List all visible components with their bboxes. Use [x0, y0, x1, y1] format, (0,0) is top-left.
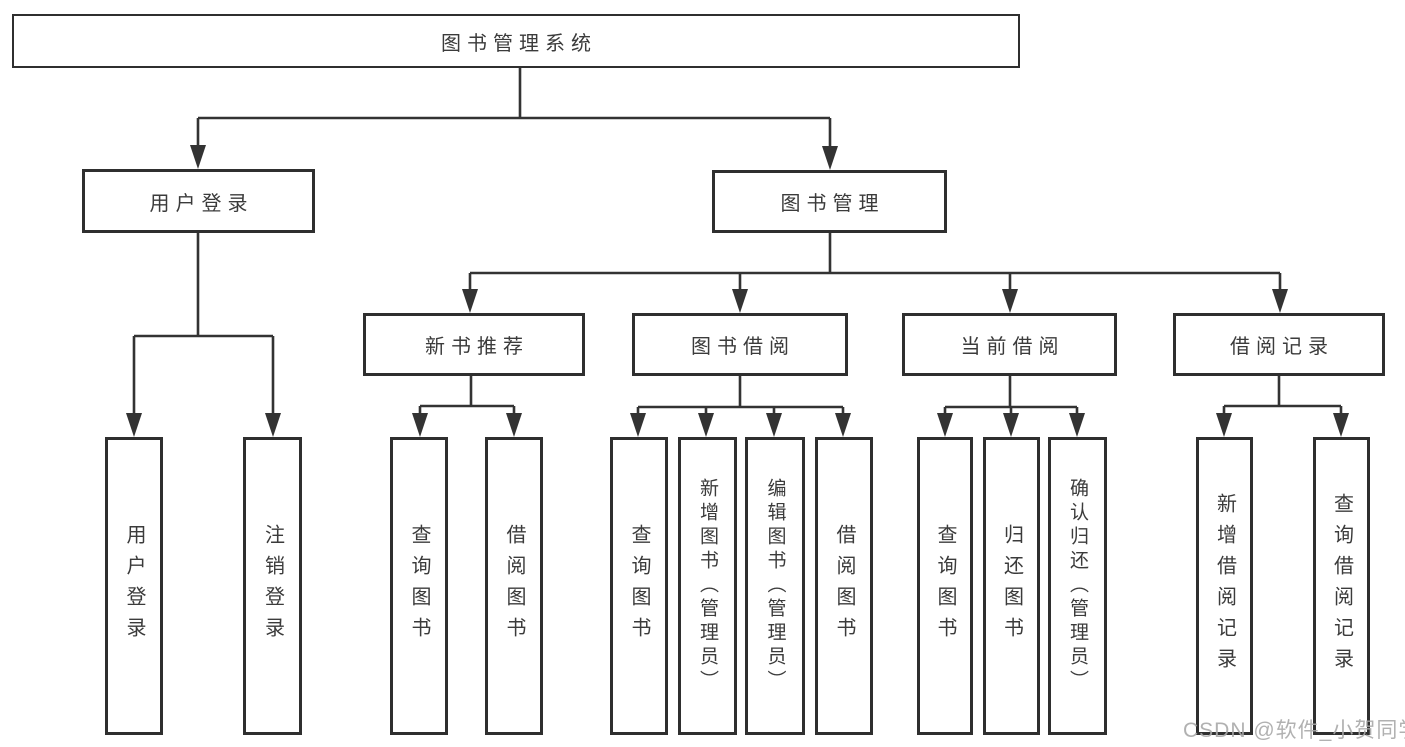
leaf-label: 查询图书: [934, 524, 956, 648]
leaf-edit-books-admin: 编辑图书（管理员）: [745, 437, 805, 735]
leaf-confirm-return-admin: 确认归还（管理员）: [1048, 437, 1107, 735]
leaf-label: 查询图书: [408, 524, 430, 648]
leaf-add-borrow-record: 新增借阅记录: [1196, 437, 1253, 735]
leaf-label: 借阅图书: [503, 524, 525, 648]
leaf-label: 编辑图书（管理员）: [764, 478, 786, 694]
leaf-label: 注销登录: [261, 524, 284, 648]
arrowheads: [126, 145, 1349, 437]
csdn-watermark: CSDN @软件_小贺同学: [1183, 719, 1405, 742]
node-new-book-recommendation: 新书推荐: [363, 313, 585, 376]
node-borrowing-records: 借阅记录: [1173, 313, 1385, 376]
leaf-label: 查询借阅记录: [1330, 493, 1353, 679]
node-label: 图书管理: [780, 193, 885, 215]
leaf-borrow-books: 借阅图书: [815, 437, 873, 735]
node-label: 当前借阅: [960, 336, 1065, 358]
node-label: 用户登录: [149, 192, 254, 215]
leaf-query-borrow-record: 查询借阅记录: [1313, 437, 1370, 735]
leaf-label: 借阅图书: [833, 524, 855, 648]
node-book-management: 图书管理: [712, 170, 947, 233]
leaf-query-books-recommend: 查询图书: [390, 437, 448, 735]
leaf-borrow-books-recommend: 借阅图书: [485, 437, 543, 735]
leaf-logout: 注销登录: [243, 437, 302, 735]
leaf-add-books-admin: 新增图书（管理员）: [678, 437, 737, 735]
node-label: 图书借阅: [691, 336, 795, 358]
node-label: 新书推荐: [425, 336, 529, 358]
node-label: 借阅记录: [1230, 336, 1334, 358]
node-book-borrowing: 图书借阅: [632, 313, 848, 376]
leaf-return-books: 归还图书: [983, 437, 1040, 735]
leaf-label: 确认归还（管理员）: [1067, 478, 1088, 694]
node-user-login: 用户登录: [82, 169, 315, 233]
leaf-label: 用户登录: [123, 524, 145, 648]
leaf-query-books-borrowing: 查询图书: [610, 437, 668, 735]
leaf-label: 新增图书（管理员）: [697, 478, 718, 694]
leaf-label: 归还图书: [1000, 524, 1023, 648]
leaf-label: 新增借阅记录: [1213, 493, 1236, 679]
node-label: 图书管理系统: [441, 32, 597, 55]
leaf-user-login: 用户登录: [105, 437, 163, 735]
node-current-borrowing: 当前借阅: [902, 313, 1117, 376]
leaf-query-books-current: 查询图书: [917, 437, 973, 735]
leaf-label: 查询图书: [628, 524, 650, 648]
node-library-management-system: 图书管理系统: [12, 14, 1020, 68]
